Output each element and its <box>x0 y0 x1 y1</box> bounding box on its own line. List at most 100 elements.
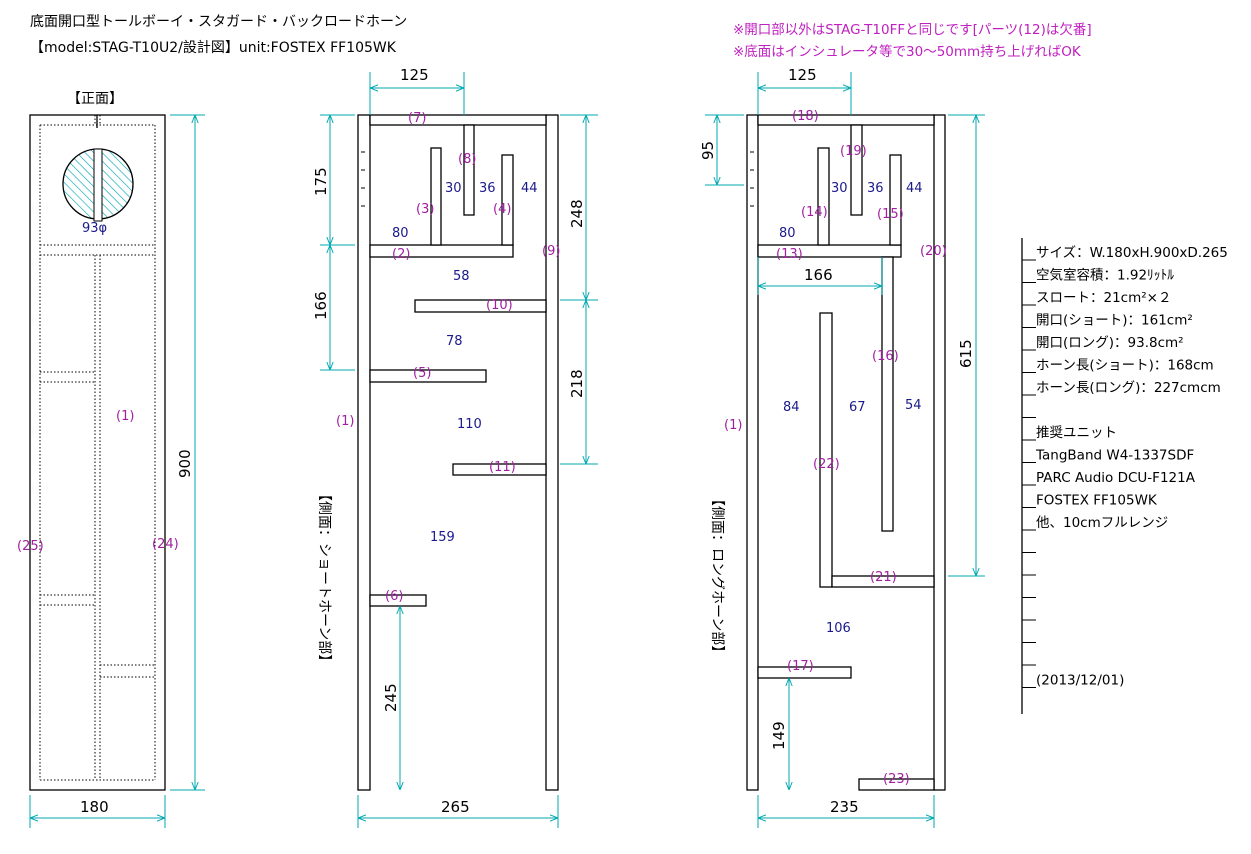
long-label-20: (20) <box>920 244 947 259</box>
short-dim-218: 218 <box>568 369 586 398</box>
short-label-7: (7) <box>408 111 426 126</box>
long-front-wall <box>746 114 759 791</box>
title-line2: 【model:STAG-T10U2/設計図】unit:FOSTEX FF105W… <box>30 40 397 56</box>
short-label-6: (6) <box>385 589 403 604</box>
short-heading: 【側面：ショートホーン部】 <box>316 487 332 668</box>
short-part-10 <box>414 299 547 313</box>
long-label-23: (23) <box>883 772 910 787</box>
short-dim-248: 248 <box>568 199 586 228</box>
short-size-159: 159 <box>430 530 455 545</box>
front-part-24: (24) <box>152 537 179 552</box>
spec-item: 空気室容積：1.92ﾘｯﾄﾙ <box>1036 267 1174 284</box>
spec-item: スロート：21cm²×２ <box>1036 290 1171 306</box>
short-dim-width: 265 <box>441 798 470 816</box>
long-part-22 <box>819 312 833 588</box>
spec-item: PARC Audio DCU-F121A <box>1036 470 1196 486</box>
long-size-44: 44 <box>906 181 923 196</box>
long-size-84: 84 <box>783 400 800 415</box>
front-width: 180 <box>80 798 109 816</box>
long-label-17: (17) <box>787 659 814 674</box>
front-part-25: (25) <box>17 539 44 554</box>
short-label-8: (8) <box>458 152 476 167</box>
long-size-36: 36 <box>867 181 884 196</box>
short-size-80: 80 <box>392 226 409 241</box>
long-size-54: 54 <box>905 398 922 413</box>
short-size-78: 78 <box>446 334 463 349</box>
long-part-17 <box>757 666 852 679</box>
long-part-23 <box>858 778 935 791</box>
short-label-4: (4) <box>493 202 511 217</box>
note-2: ※底面はインシュレータ等で30～50mm持ち上げればOK <box>733 43 1082 60</box>
note-1: ※開口部以外はSTAG-T10FFと同じです[パーツ(12)は欠番] <box>733 22 1092 38</box>
short-dim-166: 166 <box>312 291 330 320</box>
long-dim-615: 615 <box>957 339 975 368</box>
short-label-10: (10) <box>486 298 513 313</box>
long-heading: 【側面：ロングホーン部】 <box>709 492 725 659</box>
spec-item: 他、10cmフルレンジ <box>1036 515 1168 531</box>
long-label-19: (19) <box>840 144 867 159</box>
long-label-21: (21) <box>870 570 897 585</box>
front-heading: 【正面】 <box>67 91 123 107</box>
long-size-106: 106 <box>826 621 851 636</box>
short-label-5: (5) <box>413 366 431 381</box>
long-size-80: 80 <box>779 226 796 241</box>
long-dim-width: 235 <box>830 798 859 816</box>
short-size-36: 36 <box>479 181 496 196</box>
long-label-13: (13) <box>776 247 803 262</box>
long-part-14 <box>817 147 830 246</box>
side-long-view: (18) (19) (14) (15) (13) (20) (16) (1) (… <box>699 66 985 828</box>
long-label-15: (15) <box>877 207 904 222</box>
short-size-30: 30 <box>445 181 462 196</box>
long-part-16 <box>881 256 894 532</box>
long-back-wall <box>933 114 946 791</box>
spec-item: 推奨ユニット <box>1036 425 1117 441</box>
short-dim-175: 175 <box>312 167 330 196</box>
long-label-14: (14) <box>801 205 828 220</box>
short-label-9: (9) <box>542 244 560 259</box>
long-dim-top: 125 <box>788 66 817 84</box>
short-front-wall <box>357 114 371 791</box>
long-label-22: (22) <box>813 457 840 472</box>
short-back-wall <box>545 114 559 791</box>
title-line1: 底面開口型トールボーイ・スタガード・バックロードホーン <box>30 14 407 30</box>
long-label-18: (18) <box>792 109 819 124</box>
short-size-44: 44 <box>521 181 538 196</box>
spec-item: ホーン長(ロング)：227cmcm <box>1036 380 1221 396</box>
front-part-1: (1) <box>116 409 134 424</box>
spec-item: (2013/12/01) <box>1036 673 1124 689</box>
spec-item: 開口(ロング)：93.8cm² <box>1036 335 1184 351</box>
short-label-3: (3) <box>416 202 434 217</box>
spec-item: ホーン長(ショート)：168cm <box>1036 358 1214 374</box>
long-dim-166: 166 <box>804 266 833 284</box>
front-height: 900 <box>176 449 194 478</box>
short-part-8 <box>463 124 475 216</box>
long-part-19 <box>850 124 863 216</box>
spec-list: サイズ：W.180xH.900xD.265 空気室容積：1.92ﾘｯﾄﾙ スロート：… <box>1021 238 1228 714</box>
short-label-2: (2) <box>392 247 410 262</box>
short-top-board <box>369 114 547 126</box>
spec-item: サイズ：W.180xH.900xD.265 <box>1036 245 1228 261</box>
long-dim-95: 95 <box>699 141 717 160</box>
long-size-67: 67 <box>849 400 866 415</box>
long-part-15 <box>889 154 902 246</box>
spec-item: FOSTEX FF105WK <box>1036 493 1158 509</box>
front-view: 【正面】 93φ (1) (25) (24) 900 180 <box>17 91 205 828</box>
short-part-4 <box>501 154 514 246</box>
long-dim-149: 149 <box>770 721 788 750</box>
short-part-5 <box>369 369 487 383</box>
spec-item: TangBand W4-1337SDF <box>1035 448 1194 464</box>
short-label-1: (1) <box>336 414 354 429</box>
long-size-30: 30 <box>831 181 848 196</box>
short-part-3 <box>430 147 442 246</box>
long-top-board <box>757 114 935 126</box>
short-size-58: 58 <box>453 269 470 284</box>
front-divider <box>93 148 103 222</box>
long-label-1: (1) <box>724 418 742 433</box>
hole-diameter: 93φ <box>82 221 107 236</box>
short-size-110: 110 <box>457 417 482 432</box>
long-part-21 <box>831 575 935 588</box>
long-label-16: (16) <box>872 349 899 364</box>
short-label-11: (11) <box>489 460 516 475</box>
spec-item: 開口(ショート)：161cm² <box>1036 313 1193 329</box>
